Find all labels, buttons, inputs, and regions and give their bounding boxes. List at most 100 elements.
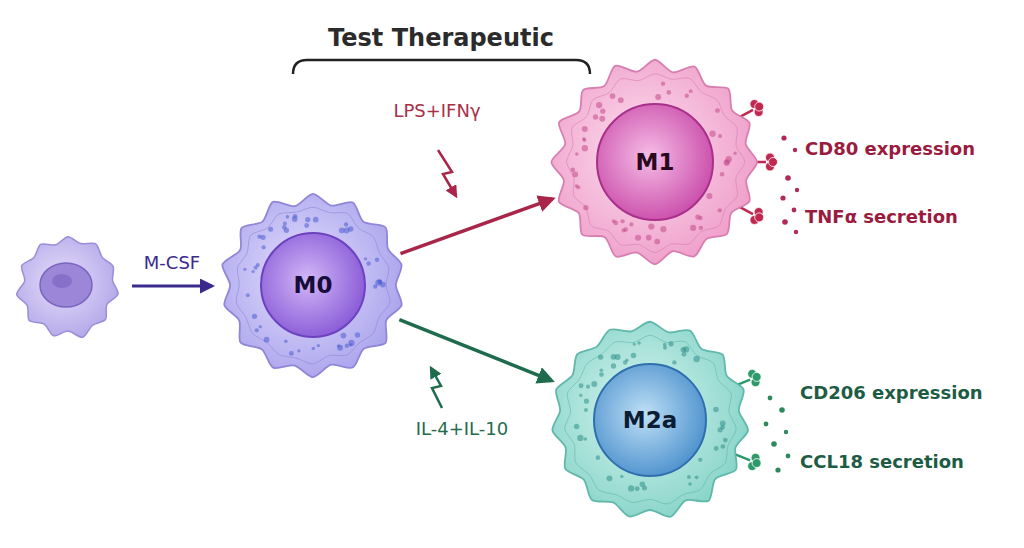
granule [613, 221, 618, 226]
granule [337, 345, 343, 351]
granule [259, 325, 262, 328]
granule [611, 354, 617, 360]
monocyte-body [17, 237, 118, 338]
macrophage-cell: M1 [526, 33, 784, 291]
granule [345, 344, 349, 348]
granule [610, 93, 616, 99]
granule [606, 475, 612, 481]
granule [611, 363, 616, 368]
granule [718, 134, 722, 138]
granule [575, 152, 579, 156]
cell-text-holder: M2a [524, 294, 776, 546]
granule [718, 208, 722, 212]
monocyte-nucleus [40, 263, 92, 307]
granule [256, 263, 260, 267]
granule [570, 167, 575, 172]
granule [251, 270, 254, 273]
dot [781, 135, 786, 140]
secreted-dots [764, 396, 791, 473]
granule [635, 235, 641, 241]
cell-text-holder: M0 [194, 166, 432, 404]
granule [355, 332, 360, 337]
granule [689, 89, 693, 93]
granule [576, 185, 580, 189]
marker-label: CD206 expression [800, 382, 983, 403]
granule [584, 399, 589, 404]
granule [681, 347, 687, 353]
granule [646, 235, 652, 241]
granule [660, 226, 666, 232]
granule [297, 349, 300, 352]
granule [621, 228, 625, 232]
granule [721, 444, 726, 449]
granule [313, 217, 319, 223]
dot [786, 454, 791, 459]
granule [584, 437, 587, 440]
granule [631, 353, 637, 359]
dot [792, 208, 797, 213]
granule [599, 116, 605, 122]
marker-label: TNFα secretion [805, 206, 958, 227]
granule [246, 293, 250, 297]
cell-body [551, 60, 757, 264]
diagram-title: Test Therapeutic [328, 24, 554, 52]
granule [582, 126, 588, 132]
granule [698, 458, 702, 462]
granule [317, 344, 320, 347]
granule [378, 280, 382, 284]
granule [733, 152, 736, 155]
granule [243, 268, 246, 271]
granule [628, 485, 634, 491]
granule [635, 486, 640, 491]
granule [366, 261, 370, 265]
granule [348, 226, 354, 232]
granule [718, 427, 723, 432]
secreted-dots [780, 135, 799, 234]
granule [685, 94, 689, 98]
stimulus-bolt [438, 150, 456, 196]
dot [794, 230, 798, 234]
granule [720, 420, 726, 426]
cell-nucleus [261, 233, 365, 337]
granule [687, 475, 691, 479]
granule [284, 339, 288, 343]
granule [252, 314, 257, 319]
granule [255, 328, 259, 332]
marker-label: CCL18 secretion [800, 451, 964, 472]
granule [598, 354, 603, 359]
granule [709, 131, 715, 137]
dot [784, 430, 788, 434]
granule [341, 333, 347, 339]
granule [654, 239, 660, 245]
stimulus-bolt [431, 368, 442, 408]
cell-nucleus [597, 104, 713, 220]
granule [596, 455, 601, 460]
granule [720, 172, 725, 177]
granule [312, 347, 316, 351]
dot [793, 148, 797, 152]
polarization-arrow [401, 199, 553, 254]
factor-label: M-CSF [144, 252, 200, 273]
granule [600, 109, 605, 114]
granule [648, 223, 654, 229]
granule [724, 160, 730, 166]
granule [283, 221, 287, 225]
granule [593, 114, 598, 119]
dot [768, 396, 773, 401]
granule [620, 219, 624, 223]
bracket [293, 60, 590, 74]
marker-label: CD80 expression [805, 138, 975, 159]
granule [618, 97, 624, 103]
granule [375, 258, 379, 262]
granule [714, 446, 719, 451]
granule [723, 438, 728, 443]
granule [584, 408, 588, 412]
granule [699, 226, 703, 230]
granule [583, 138, 587, 142]
granule [586, 385, 590, 389]
dot [779, 407, 785, 413]
granule [693, 356, 699, 362]
granule [348, 340, 354, 346]
granule [582, 137, 586, 141]
